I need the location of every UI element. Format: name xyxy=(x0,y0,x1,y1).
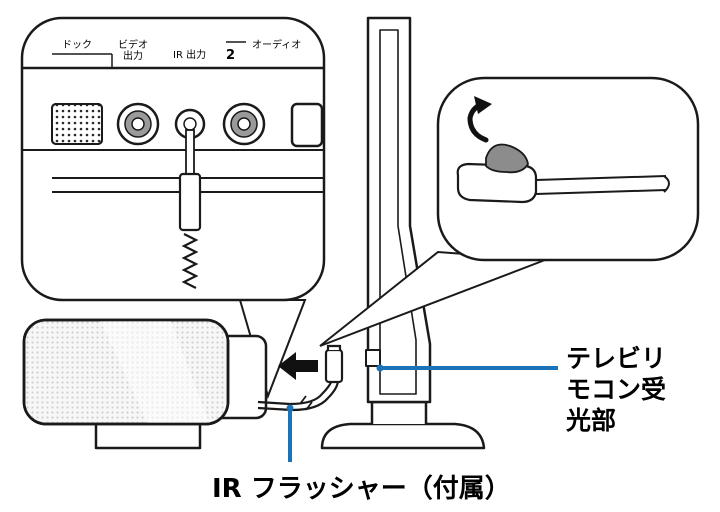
ir-plug xyxy=(178,129,202,289)
rear-panel-zoom xyxy=(20,16,326,400)
leader-lines xyxy=(286,364,558,462)
ir-flasher-cable xyxy=(257,344,344,412)
tv-remote-sensor-label: テレビリ モコン受 光部 xyxy=(566,343,686,436)
ir-flasher-label: IR フラッシャー（付属） xyxy=(212,474,511,504)
audio-number-label: 2 xyxy=(226,48,236,63)
audio-label: オーディオ xyxy=(252,40,302,51)
tv-sensor-line-2: モコン受 xyxy=(566,375,667,404)
rotate-arrow-icon xyxy=(467,96,492,143)
ir-output-label: IR 出力 xyxy=(173,50,207,61)
video-output-label: ビデオ 出力 xyxy=(118,40,148,62)
dock-label: ドック xyxy=(62,40,92,51)
device-body xyxy=(22,318,268,450)
insert-arrow-icon xyxy=(278,352,318,380)
tv-sensor-line-3: 光部 xyxy=(566,406,617,435)
video-label-line1: ビデオ xyxy=(118,40,148,51)
tv-sensor-line-1: テレビリ xyxy=(566,344,667,373)
ir-sensor-zoom xyxy=(319,76,700,347)
video-label-line2: 出力 xyxy=(123,51,143,62)
